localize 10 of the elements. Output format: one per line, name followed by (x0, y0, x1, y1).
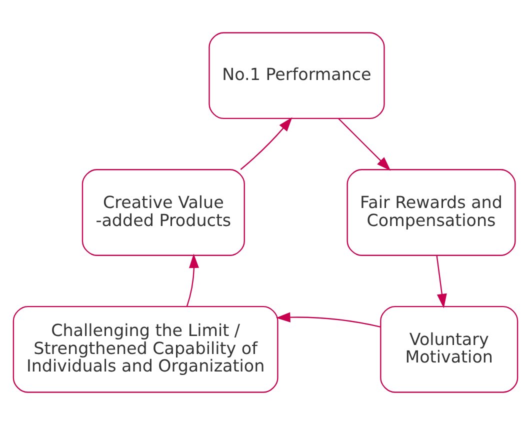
arrow (186, 253, 199, 306)
node-box: No.1 Performance (208, 32, 385, 119)
node-box: Fair Rewards and Compensations (346, 168, 516, 256)
arrow (436, 254, 447, 308)
arrow (240, 116, 292, 170)
arrow (338, 118, 391, 170)
arrow (276, 312, 381, 327)
node-box: Challenging the Limit / Strengthened Capability of Individuals and Organization (12, 305, 278, 392)
node-box: Creative Value -added Products (82, 168, 245, 256)
node-box: Voluntary Motivation (380, 305, 518, 392)
